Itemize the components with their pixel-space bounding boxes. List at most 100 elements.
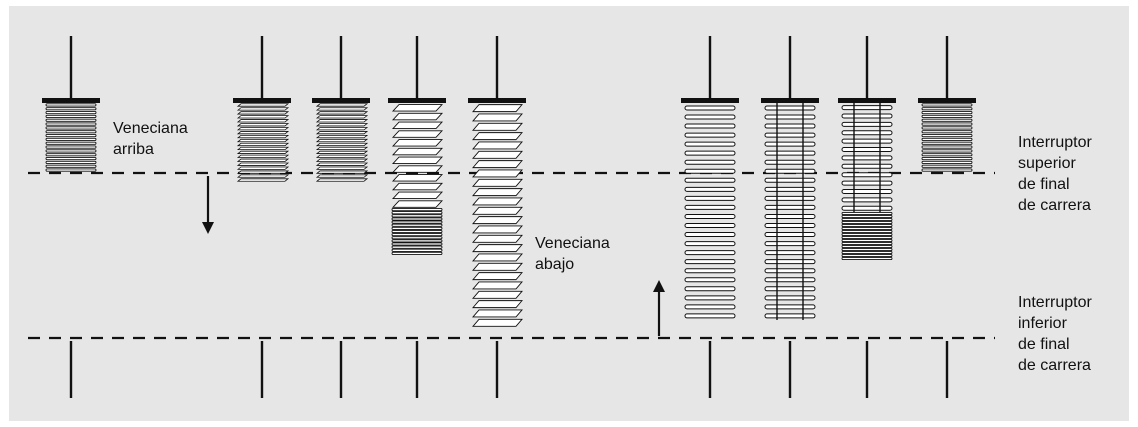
slat bbox=[45, 107, 97, 111]
slat bbox=[921, 164, 973, 168]
slat bbox=[315, 111, 369, 115]
blind-9 bbox=[918, 36, 976, 398]
slat bbox=[764, 141, 816, 147]
slat bbox=[391, 217, 443, 221]
slat bbox=[472, 225, 523, 234]
up-arrow bbox=[653, 280, 665, 336]
slat bbox=[315, 150, 369, 154]
slats bbox=[315, 103, 369, 182]
slat bbox=[315, 115, 369, 119]
blind-1 bbox=[42, 36, 100, 398]
down-arrow bbox=[202, 176, 214, 234]
slat bbox=[684, 304, 736, 310]
slat bbox=[391, 236, 443, 240]
arrow-head bbox=[202, 222, 214, 234]
slat bbox=[391, 214, 443, 218]
slat bbox=[391, 130, 444, 138]
slat bbox=[391, 156, 444, 165]
slat bbox=[841, 180, 893, 186]
slat bbox=[45, 145, 97, 149]
slat bbox=[472, 160, 523, 169]
slats bbox=[45, 103, 97, 172]
slat bbox=[921, 157, 973, 161]
slat bbox=[472, 122, 523, 131]
blind-up-label: Veneciana arriba bbox=[113, 118, 188, 160]
slat bbox=[841, 244, 893, 249]
top-rail bbox=[388, 98, 446, 103]
slat bbox=[391, 182, 444, 191]
slat bbox=[921, 153, 973, 157]
slat bbox=[315, 146, 369, 151]
slat bbox=[841, 256, 893, 261]
slat bbox=[684, 150, 736, 156]
slat bbox=[921, 114, 973, 118]
slat bbox=[315, 123, 369, 127]
slat bbox=[684, 286, 736, 292]
slat bbox=[841, 226, 893, 231]
slat bbox=[921, 145, 973, 149]
slat bbox=[236, 162, 290, 166]
upper-limit-switch-line-1: Interruptor bbox=[1018, 134, 1092, 151]
slat bbox=[921, 111, 973, 115]
slat bbox=[391, 147, 444, 156]
slat bbox=[45, 157, 97, 161]
slat bbox=[391, 245, 443, 249]
blind-4 bbox=[388, 36, 446, 398]
arrows-group bbox=[202, 176, 665, 336]
slat bbox=[841, 223, 893, 228]
slat bbox=[921, 149, 973, 153]
slat bbox=[841, 229, 893, 234]
slat bbox=[841, 232, 893, 237]
slat bbox=[764, 168, 816, 174]
slat bbox=[45, 160, 97, 164]
slat bbox=[236, 166, 290, 170]
slat bbox=[236, 131, 290, 135]
slat bbox=[684, 268, 736, 274]
slat bbox=[841, 241, 893, 246]
slat bbox=[315, 138, 369, 143]
slat bbox=[764, 232, 816, 238]
slat bbox=[45, 114, 97, 118]
lower-limit-switch-line-4: de carrera bbox=[1018, 357, 1091, 374]
slat bbox=[684, 241, 736, 247]
slat bbox=[472, 253, 523, 262]
arrow-head bbox=[653, 280, 665, 292]
slat bbox=[841, 113, 893, 119]
slat bbox=[684, 195, 736, 201]
slat bbox=[45, 168, 97, 172]
slat bbox=[236, 158, 290, 162]
upper-limit-switch-line-3: de final bbox=[1018, 176, 1070, 193]
blind-down-label: Veneciana abajo bbox=[535, 233, 610, 275]
slat bbox=[764, 313, 816, 319]
lower-limit-switch-line-3: de final bbox=[1018, 336, 1070, 353]
slat bbox=[236, 146, 290, 151]
slat bbox=[236, 111, 290, 115]
slat bbox=[841, 214, 893, 219]
top-rail bbox=[918, 98, 976, 103]
slat bbox=[684, 123, 736, 129]
slat bbox=[391, 251, 443, 255]
slats bbox=[764, 105, 816, 319]
blind-down-label-line-2: abajo bbox=[535, 256, 575, 273]
slat bbox=[921, 134, 973, 138]
slat bbox=[764, 241, 816, 247]
top-rail bbox=[233, 98, 291, 103]
lower-limit-switch-line-1: Interruptor bbox=[1018, 294, 1092, 311]
slat bbox=[315, 166, 369, 170]
slat bbox=[391, 191, 444, 200]
slat bbox=[236, 119, 290, 123]
slat bbox=[236, 150, 290, 154]
slat bbox=[684, 204, 736, 210]
slat bbox=[684, 259, 736, 265]
slat bbox=[764, 186, 816, 192]
slat bbox=[236, 134, 290, 139]
slat bbox=[472, 300, 523, 309]
slat bbox=[472, 113, 523, 122]
slat bbox=[764, 268, 816, 274]
slat bbox=[841, 220, 893, 225]
slat bbox=[391, 104, 444, 112]
slat bbox=[841, 253, 893, 258]
top-rail bbox=[42, 98, 100, 103]
slat bbox=[841, 247, 893, 252]
